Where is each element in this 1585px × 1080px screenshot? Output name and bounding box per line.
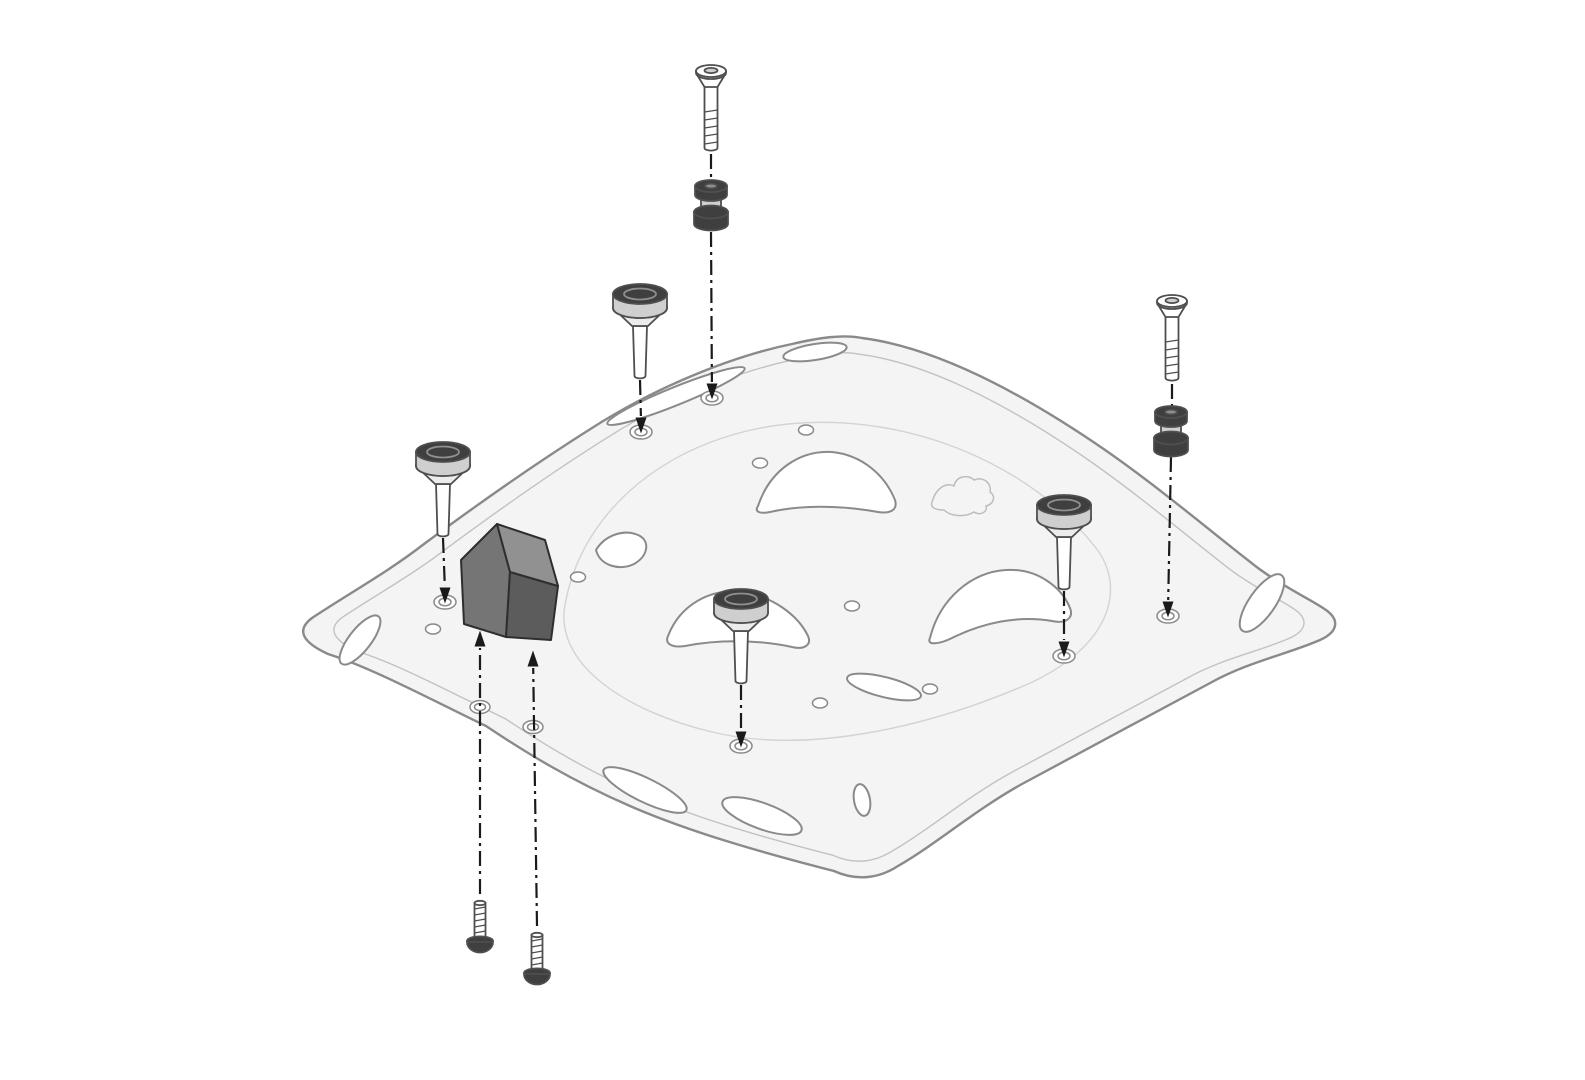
assembly-arrow [474,630,486,647]
distance-spacer-rear [693,179,729,232]
countersunk-screw-side [1156,294,1188,382]
plate-cutout-upper [755,450,897,514]
adapter-bolt-top-left [612,283,668,380]
plate-cutout-diamond [594,531,648,569]
countersunk-screw-rear [695,64,727,152]
plate-slot-bottom-left [602,766,688,814]
assembly-arrow [735,731,747,748]
assembly-arrow [439,587,451,604]
assembly-arrow [635,417,647,434]
plate-hole [569,571,587,583]
plate-slot-bottom-right [721,796,803,836]
assembly-centerlines [439,154,1174,927]
plate-slot-small [852,783,872,817]
assembly-arrow [527,650,539,667]
pan-screw-right [523,931,551,986]
plate-hole [843,600,861,612]
rubber-stop-block [460,523,559,641]
plate-hole [424,623,442,635]
assembly-arrow [1058,641,1070,658]
assembly-arrow [706,383,718,400]
assembly-arrow [1162,601,1174,618]
assembly-centerline [1167,456,1173,601]
plate-hole [921,683,939,695]
brand-logo-engraving [930,475,995,517]
plate-panel-contour [563,421,1112,741]
plate-cutout-right [928,568,1072,645]
plate-slot-left-wing [338,614,382,666]
plate-slot-middle [846,672,922,702]
plate-slot-top-short [782,341,848,363]
distance-spacer-side [1153,405,1189,458]
plate-hole [811,697,829,709]
pan-screw-left [466,899,494,954]
assembly-centerline [638,379,642,417]
plate-hole [797,424,815,436]
assembly-centerline [441,537,446,587]
hardware [415,64,1189,986]
plate-slot-right-wing [1238,573,1286,633]
plate-hole [751,457,769,469]
rubber-stop-top-face [496,523,559,587]
assembly-centerline [709,231,714,383]
